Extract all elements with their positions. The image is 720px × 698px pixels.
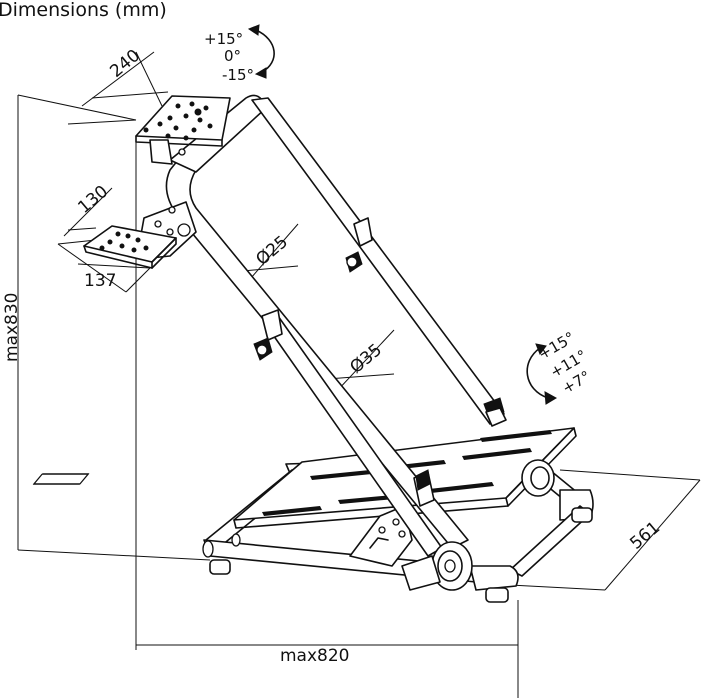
wheel-plate bbox=[135, 95, 231, 165]
shifter-plate-width-label: 130 bbox=[74, 182, 112, 218]
length-label: max820 bbox=[280, 646, 350, 666]
upright-lower-knob bbox=[401, 541, 473, 591]
diagram-title: Dimensions (mm) bbox=[0, 0, 167, 21]
dimension-lines bbox=[17, 51, 701, 698]
shifter-plate-depth-label: 137 bbox=[84, 271, 116, 291]
upright-pivot bbox=[413, 469, 435, 507]
wheel-tilt-mid: 0° bbox=[224, 47, 241, 65]
wheel-plate-width-label: 240 bbox=[106, 46, 144, 82]
shifter-plate bbox=[83, 201, 197, 269]
upright-clamps bbox=[253, 217, 507, 427]
lower-tube-diameter-label: Ø35 bbox=[346, 340, 386, 378]
base-feet bbox=[209, 507, 593, 603]
height-label: max830 bbox=[2, 293, 22, 363]
wheel-tilt-arrow-icon bbox=[247, 24, 275, 79]
wheel-tilt-down: -15° bbox=[222, 66, 254, 84]
wheel-tilt-up: +15° bbox=[204, 30, 243, 48]
depth-label: 561 bbox=[626, 518, 664, 554]
pedal-plate bbox=[32, 427, 577, 529]
base-right-wheel bbox=[521, 459, 555, 497]
pedal-tilt-arrow-icon bbox=[526, 343, 558, 405]
